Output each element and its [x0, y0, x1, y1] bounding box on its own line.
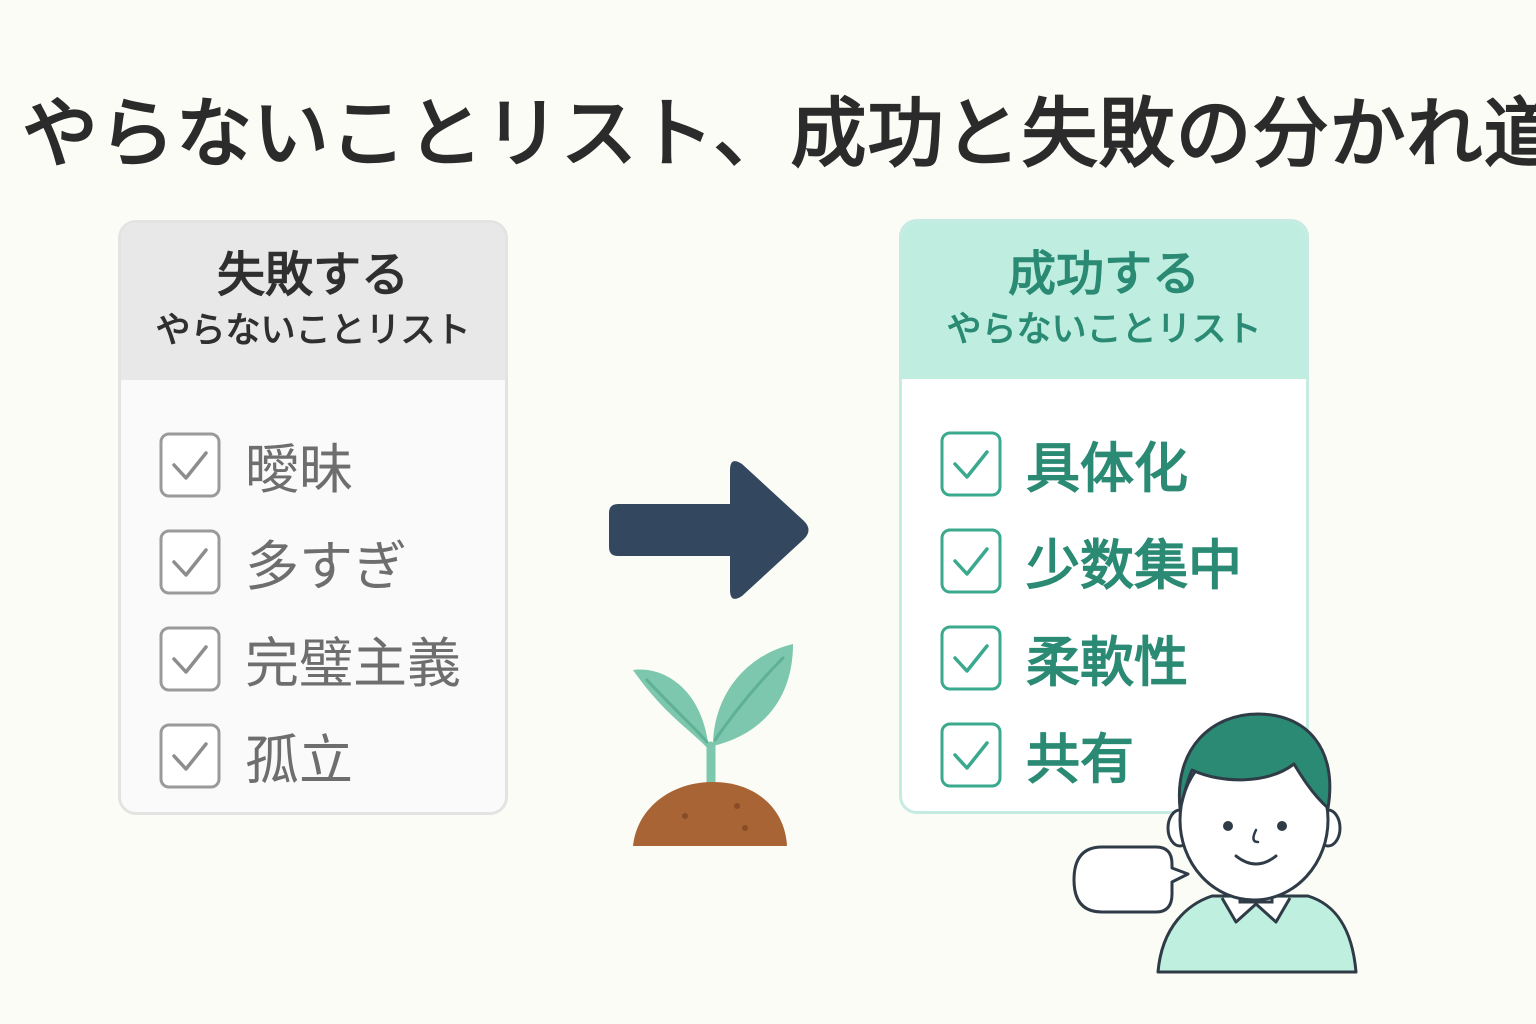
list-item-label: 具体化: [1026, 437, 1188, 500]
fail-card-subheading: やらないことリスト: [155, 311, 471, 352]
list-item-label: 孤立: [245, 729, 353, 792]
list-item: 曖昧: [159, 416, 505, 513]
sprout-icon: [633, 644, 793, 846]
checkbox-checked-icon: [159, 529, 221, 594]
speech-bubble-icon: [1072, 845, 1190, 914]
list-item: 孤立: [159, 707, 505, 804]
list-item: 少数集中: [940, 512, 1306, 609]
checkbox-checked-icon: [940, 722, 1002, 787]
list-item: 柔軟性: [940, 609, 1306, 706]
success-card: 成功する やらないことリスト 具体化 少数集中 柔軟性 共有: [899, 219, 1309, 814]
list-item-label: 完璧主義: [245, 632, 461, 695]
checkbox-checked-icon: [940, 625, 1002, 690]
list-item-label: 少数集中: [1026, 534, 1242, 597]
fail-card: 失敗する やらないことリスト 曖昧 多すぎ 完璧主義 孤立: [118, 220, 508, 815]
list-item: 完璧主義: [159, 610, 505, 707]
checkbox-checked-icon: [159, 432, 221, 497]
list-item: 共有: [940, 706, 1306, 803]
list-item-label: 曖昧: [245, 438, 353, 501]
list-item-label: 柔軟性: [1026, 631, 1188, 694]
success-list: 具体化 少数集中 柔軟性 共有: [902, 379, 1306, 803]
checkbox-checked-icon: [159, 723, 221, 788]
checkbox-checked-icon: [940, 528, 1002, 593]
success-card-subheading: やらないことリスト: [946, 310, 1262, 351]
checkbox-checked-icon: [940, 431, 1002, 496]
fail-card-heading: 失敗する: [216, 247, 409, 304]
right-arrow-icon: [609, 461, 809, 599]
fail-list: 曖昧 多すぎ 完璧主義 孤立: [121, 380, 505, 804]
list-item: 具体化: [940, 415, 1306, 512]
fail-card-header: 失敗する やらないことリスト: [121, 223, 505, 380]
success-card-header: 成功する やらないことリスト: [902, 222, 1306, 379]
list-item-label: 多すぎ: [245, 535, 407, 598]
list-item: 多すぎ: [159, 513, 505, 610]
page-title: やらないことリスト、成功と失敗の分かれ道: [22, 89, 1536, 178]
list-item-label: 共有: [1026, 728, 1134, 791]
smiling-person-icon: [1156, 712, 1358, 974]
checkbox-checked-icon: [159, 626, 221, 691]
success-card-heading: 成功する: [1007, 246, 1200, 303]
